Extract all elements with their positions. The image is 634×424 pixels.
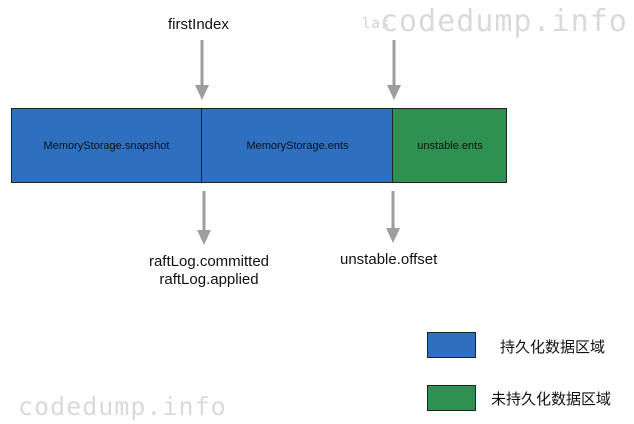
- segment-memory-storage-ents: MemoryStorage.ents: [202, 108, 393, 183]
- segment-unstable-ents: unstable.ents: [393, 108, 507, 183]
- first-index-arrow: [195, 40, 209, 100]
- segment-label-unstable-ents: unstable.ents: [417, 139, 483, 152]
- segment-label-ents: MemoryStorage.ents: [246, 139, 349, 152]
- last-index-arrow: [387, 40, 401, 100]
- watermark-bottom-left: codedump.info: [18, 392, 227, 421]
- legend-swatch-persisted: [427, 332, 476, 358]
- legend-swatch-unpersisted: [427, 385, 476, 411]
- offset-arrow: [386, 191, 400, 243]
- segment-divider-2: [392, 108, 393, 183]
- watermark-top-right: codedump.info: [380, 4, 628, 39]
- raftlog-committed-label: raftLog.committed: [148, 253, 270, 270]
- committed-arrow: [197, 191, 211, 245]
- segment-memory-storage-snapshot: MemoryStorage.snapshot: [11, 108, 202, 183]
- first-index-label: firstIndex: [168, 16, 229, 33]
- legend-label-persisted: 持久化数据区域: [500, 338, 606, 356]
- watermark-top-partial: las: [362, 16, 391, 32]
- legend-label-unpersisted: 未持久化数据区域: [491, 390, 612, 408]
- committed-applied-label: raftLog.committed raftLog.applied: [140, 253, 278, 289]
- raftlog-applied-label: raftLog.applied: [159, 271, 259, 288]
- segment-divider-1: [201, 108, 202, 183]
- segment-label-snapshot: MemoryStorage.snapshot: [43, 139, 170, 152]
- unstable-offset-label: unstable.offset: [340, 251, 438, 268]
